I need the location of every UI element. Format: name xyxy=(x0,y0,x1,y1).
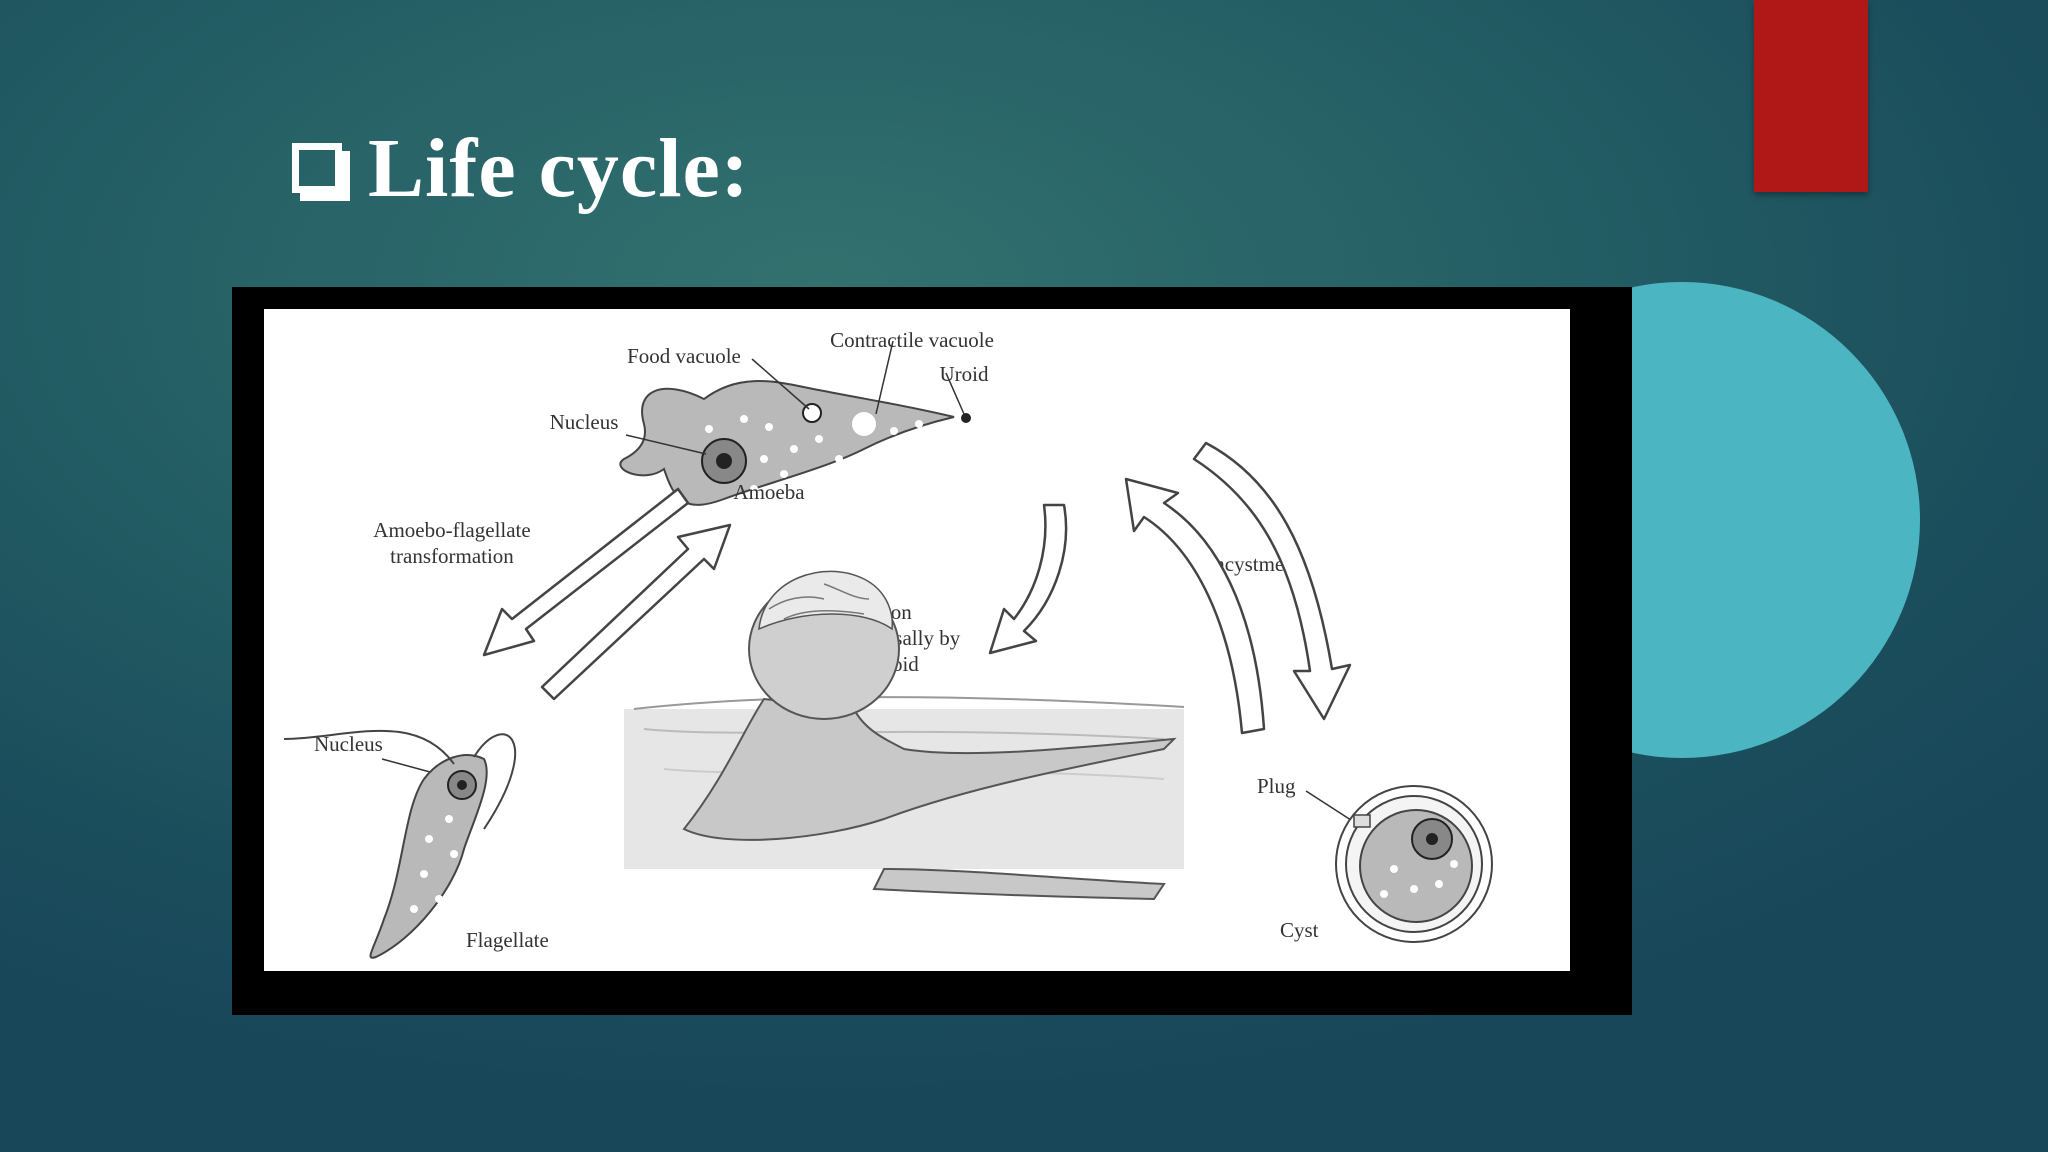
uroid-shape xyxy=(961,413,971,423)
arrow-infection xyxy=(990,505,1066,653)
arrow-amoeba-to-flagellate xyxy=(484,489,688,655)
label-amoeba: Amoeba xyxy=(733,480,805,504)
checkbox-square-icon xyxy=(292,143,342,193)
title-text: Life cycle: xyxy=(368,120,750,217)
label-food-vacuole: Food vacuole xyxy=(627,344,741,368)
cyst-illustration xyxy=(1336,786,1492,942)
diagram-frame: Contractile vacuole Food vacuole Uroid N… xyxy=(232,287,1632,1015)
arrow-flagellate-to-amoeba xyxy=(542,525,730,699)
diagram-svg: Contractile vacuole Food vacuole Uroid N… xyxy=(264,309,1570,971)
contractile-vacuole-shape xyxy=(852,412,876,436)
label-plug: Plug xyxy=(1257,774,1296,798)
label-contractile-vacuole: Contractile vacuole xyxy=(830,328,994,352)
label-flagellate: Flagellate xyxy=(466,928,549,952)
cycle-arrows xyxy=(484,443,1350,733)
life-cycle-diagram: Contractile vacuole Food vacuole Uroid N… xyxy=(264,309,1570,971)
label-amoebo-flagellate-1: Amoebo-flagellate xyxy=(373,518,530,542)
slide-title: Life cycle: xyxy=(292,108,750,228)
label-nucleus-amoeba: Nucleus xyxy=(550,410,619,434)
label-uroid: Uroid xyxy=(940,362,989,386)
swimmer-arm xyxy=(874,869,1164,899)
cyst-plug xyxy=(1354,815,1370,827)
arrow-excystment xyxy=(1126,479,1264,733)
flagellate-illustration xyxy=(284,731,515,958)
label-amoebo-flagellate-2: transformation xyxy=(390,544,514,568)
accent-red-rectangle xyxy=(1754,0,1868,192)
label-cyst: Cyst xyxy=(1280,918,1319,942)
